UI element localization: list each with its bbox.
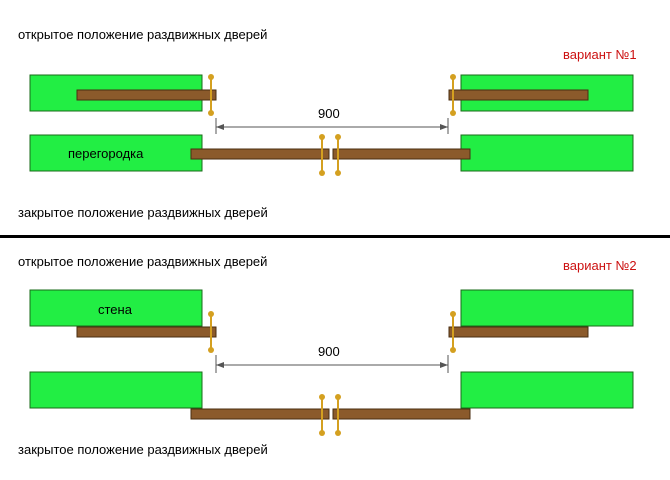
v2-closed-left-door (190, 408, 330, 420)
v1-closed-right-handle-icon (335, 134, 341, 176)
v1-wall-label: перегородка (68, 146, 144, 161)
v2-wall-label: стена (98, 302, 132, 317)
v2-dimension-label: 900 (318, 344, 340, 359)
v1-closed-left-handle-icon (319, 134, 325, 176)
v1-variant-label: вариант №1 (563, 47, 637, 62)
v2-variant-label: вариант №2 (563, 258, 637, 273)
v2-open-right-door (448, 326, 589, 338)
v2-closed-left-handle-icon (319, 394, 325, 436)
v1-closed-right-wall (460, 134, 634, 172)
v2-open-left-wall (29, 289, 203, 327)
v2-closed-left-wall (29, 371, 203, 409)
v1-open-left-door (76, 89, 217, 101)
v2-open-left-door (76, 326, 217, 338)
v2-open-right-wall (460, 289, 634, 327)
v1-open-right-door (448, 89, 589, 101)
v1-diagram (29, 74, 634, 176)
v2-open-left-handle-icon (208, 311, 214, 353)
v2-dimension-line (215, 355, 449, 373)
v1-open-left-handle-icon (208, 74, 214, 116)
v2-closed-right-wall (460, 371, 634, 409)
v2-open-right-handle-icon (450, 311, 456, 353)
v2-closed-right-door (332, 408, 471, 420)
v1-open-caption: открытое положение раздвижных дверей (18, 27, 268, 42)
v1-closed-right-door (332, 148, 471, 160)
v2-open-caption: открытое положение раздвижных дверей (18, 254, 268, 269)
v2-closed-caption: закрытое положение раздвижных дверей (18, 442, 268, 457)
v2-diagram (29, 289, 634, 436)
v1-closed-caption: закрытое положение раздвижных дверей (18, 205, 268, 220)
section-divider (0, 235, 670, 238)
v1-closed-left-door (190, 148, 330, 160)
v1-dimension-label: 900 (318, 106, 340, 121)
v1-open-right-handle-icon (450, 74, 456, 116)
v1-dimension-line (215, 118, 449, 134)
v2-closed-right-handle-icon (335, 394, 341, 436)
